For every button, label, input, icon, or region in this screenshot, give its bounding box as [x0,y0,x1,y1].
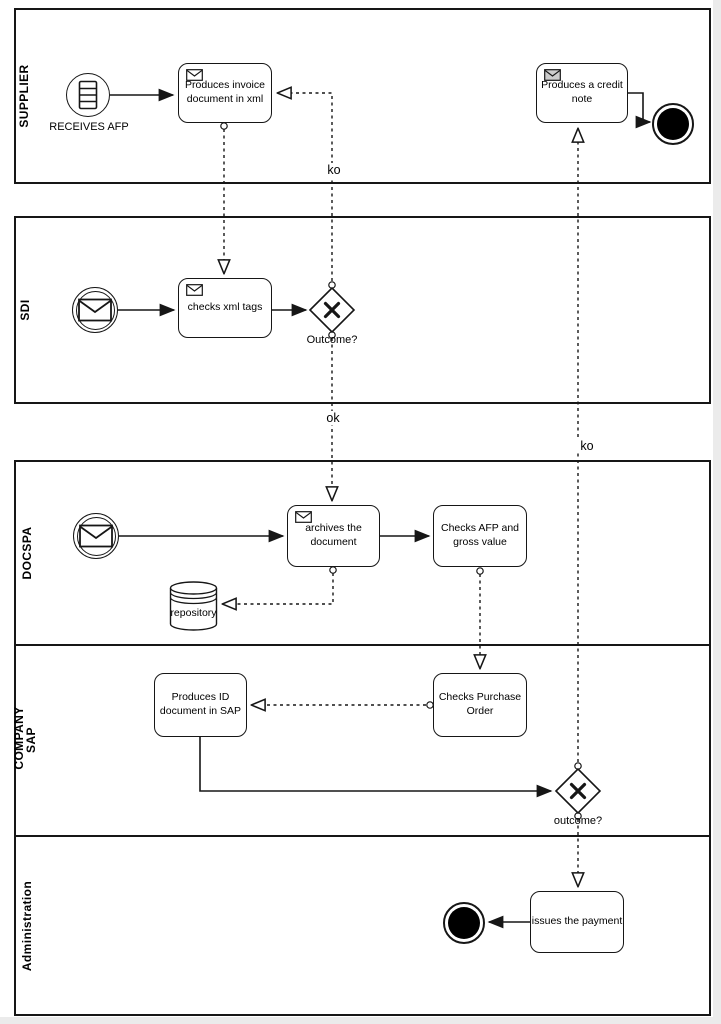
task-label: Produces ID document in SAP [159,691,242,717]
sequence-flows [110,88,652,929]
page-edge-bottom [0,1017,721,1024]
task-label: Checks AFP and gross value [440,522,520,548]
task-produces-id[interactable]: Produces ID document in SAP [154,673,247,737]
edge-label-ok-docspa: ok [320,411,346,425]
flow-producesid-to-gateway [199,737,553,798]
start-event-docspa[interactable] [73,513,119,559]
start-event-receives-afp[interactable] [66,73,110,117]
edge-label-ko-credit: ko [574,439,600,453]
flow-creditnote-to-end [628,92,652,129]
message-icon [295,511,312,523]
task-produces-credit-note[interactable]: Produces a credit note [536,63,628,123]
start-event-label: RECEIVES AFP [49,121,129,133]
task-label: issues the payment [531,915,623,928]
message-icon [79,524,113,548]
page-edge-right [713,0,721,1024]
terminate-disc [657,108,689,140]
message-flows [223,93,578,886]
data-store-label: repository [170,607,217,619]
event-inner-ring [76,516,116,556]
message-icon [544,69,561,81]
message-icon [186,69,203,81]
message-icon [186,284,203,296]
task-label: Produces a credit note [541,79,623,105]
task-label: checks xml tags [187,301,263,314]
start-event-sdi[interactable] [72,287,118,333]
task-checks-afp[interactable]: Checks AFP and gross value [433,505,527,567]
event-inner-ring [75,290,115,330]
end-event-administration[interactable] [443,902,485,944]
edge-label-ko-supplier: ko [321,163,347,177]
message-origins [220,122,582,820]
task-label: archives the document [305,522,362,548]
pool-supplier [14,8,711,184]
message-icon [78,298,112,322]
terminate-disc [448,907,480,939]
gateway-label-outcome-sap: outcome? [553,815,603,827]
task-archives-document[interactable]: archives the document [287,505,380,567]
gateway-outcome-sap[interactable] [554,767,602,815]
lane-divider-sap-administration [14,835,711,837]
pool-company [14,460,711,1016]
msg-gateway-ko-to-invoice [278,93,333,281]
pool-sdi [14,216,711,404]
task-checks-xml-tags[interactable]: checks xml tags [178,278,272,338]
gateway-outcome-sdi[interactable] [308,286,356,334]
msg-archives-to-repository [223,573,334,604]
task-issues-payment[interactable]: issues the payment [530,891,624,953]
task-label: Checks Purchase Order [438,691,522,717]
task-checks-purchase-order[interactable]: Checks Purchase Order [433,673,527,737]
task-produces-invoice[interactable]: Produces invoice document in xml [178,63,272,123]
data-store-repository[interactable] [169,581,218,631]
gateway-label-outcome-sdi: Outcome? [306,334,358,346]
end-event-supplier[interactable] [652,103,694,145]
lane-divider-docspa-sap [14,644,711,646]
task-label: Produces invoice document in xml [185,79,265,105]
document-icon [78,80,98,110]
